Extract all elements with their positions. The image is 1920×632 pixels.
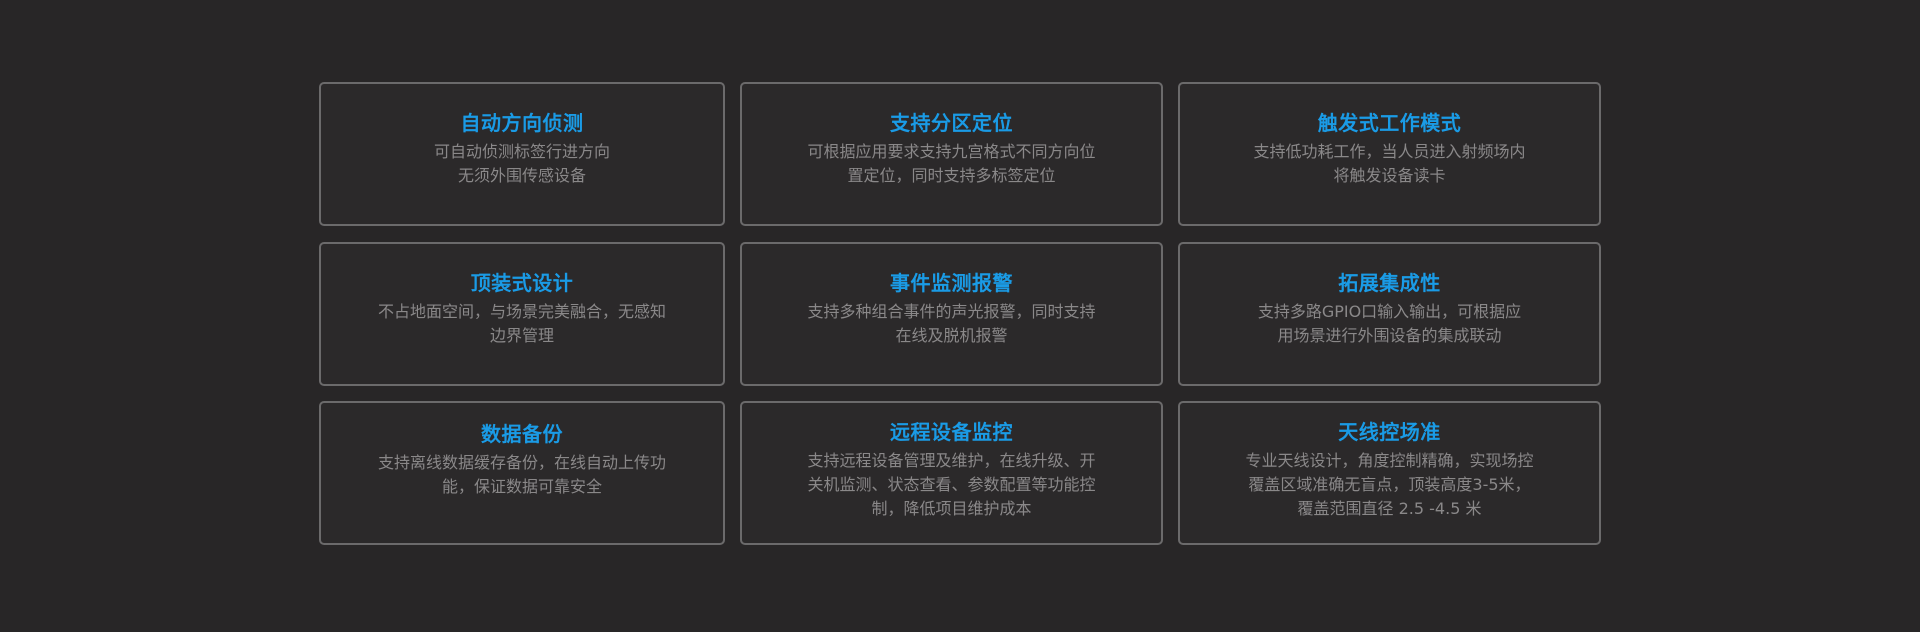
feature-desc-line: 不占地面空间，与场景完美融合，无感知: [377, 302, 666, 321]
feature-desc-line: 可自动侦测标签行进方向: [433, 142, 610, 161]
feature-desc-line: 支持多种组合事件的声光报警，同时支持: [807, 302, 1096, 321]
feature-desc-line: 关机监测、状态查看、参数配置等功能控: [807, 475, 1096, 494]
feature-desc-line: 覆盖区域准确无盲点，顶装高度3-5米，: [1248, 475, 1531, 494]
feature-desc-line: 支持低功耗工作，当人员进入射频场内: [1253, 142, 1526, 161]
feature-desc-line: 能，保证数据可靠安全: [441, 477, 602, 496]
feature-desc-line: 将触发设备读卡: [1333, 166, 1446, 185]
feature-desc-line: 边界管理: [489, 326, 554, 345]
feature-title: 远程设备监控: [890, 420, 1013, 444]
feature-card-ceiling-design: 顶装式设计 不占地面空间，与场景完美融合，无感知 边界管理: [319, 242, 725, 386]
feature-title: 天线控场准: [1338, 420, 1441, 444]
feature-card-zone-positioning: 支持分区定位 可根据应用要求支持九宫格式不同方向位 置定位，同时支持多标签定位: [740, 82, 1163, 226]
feature-card-event-alarm: 事件监测报警 支持多种组合事件的声光报警，同时支持 在线及脱机报警: [740, 242, 1163, 386]
feature-desc-line: 覆盖范围直径 2.5 -4.5 米: [1297, 499, 1482, 518]
feature-title: 自动方向侦测: [460, 111, 584, 135]
feature-desc-line: 支持多路GPIO口输入输出，可根据应: [1257, 302, 1522, 321]
feature-title: 拓展集成性: [1338, 271, 1441, 295]
feature-desc-line: 置定位，同时支持多标签定位: [847, 166, 1056, 185]
feature-card-data-backup: 数据备份 支持离线数据缓存备份，在线自动上传功 能，保证数据可靠安全: [319, 401, 725, 545]
feature-card-auto-direction: 自动方向侦测 可自动侦测标签行进方向 无须外围传感设备: [319, 82, 725, 226]
feature-desc-line: 可根据应用要求支持九宫格式不同方向位: [807, 142, 1096, 161]
feature-card-extensibility: 拓展集成性 支持多路GPIO口输入输出，可根据应 用场景进行外围设备的集成联动: [1178, 242, 1601, 386]
feature-title: 顶装式设计: [470, 271, 574, 295]
feature-title: 事件监测报警: [890, 271, 1013, 295]
feature-title: 数据备份: [481, 422, 563, 446]
feature-desc-line: 支持远程设备管理及维护，在线升级、开: [807, 451, 1096, 470]
feature-grid: 自动方向侦测 可自动侦测标签行进方向 无须外围传感设备 支持分区定位 可根据应用…: [319, 82, 1601, 545]
feature-desc-line: 在线及脱机报警: [895, 326, 1008, 345]
feature-desc-line: 支持离线数据缓存备份，在线自动上传功: [377, 453, 666, 472]
feature-card-remote-monitoring: 远程设备监控 支持远程设备管理及维护，在线升级、开 关机监测、状态查看、参数配置…: [740, 401, 1163, 545]
feature-card-antenna-control: 天线控场准 专业天线设计，角度控制精确，实现场控 覆盖区域准确无盲点，顶装高度3…: [1178, 401, 1601, 545]
feature-desc-line: 无须外围传感设备: [457, 166, 586, 185]
feature-title: 触发式工作模式: [1317, 111, 1462, 135]
feature-card-trigger-mode: 触发式工作模式 支持低功耗工作，当人员进入射频场内 将触发设备读卡: [1178, 82, 1601, 226]
feature-desc-line: 制，降低项目维护成本: [871, 499, 1032, 518]
feature-desc-line: 用场景进行外围设备的集成联动: [1277, 326, 1502, 345]
feature-desc-line: 专业天线设计，角度控制精确，实现场控: [1245, 451, 1534, 470]
feature-title: 支持分区定位: [890, 111, 1013, 135]
